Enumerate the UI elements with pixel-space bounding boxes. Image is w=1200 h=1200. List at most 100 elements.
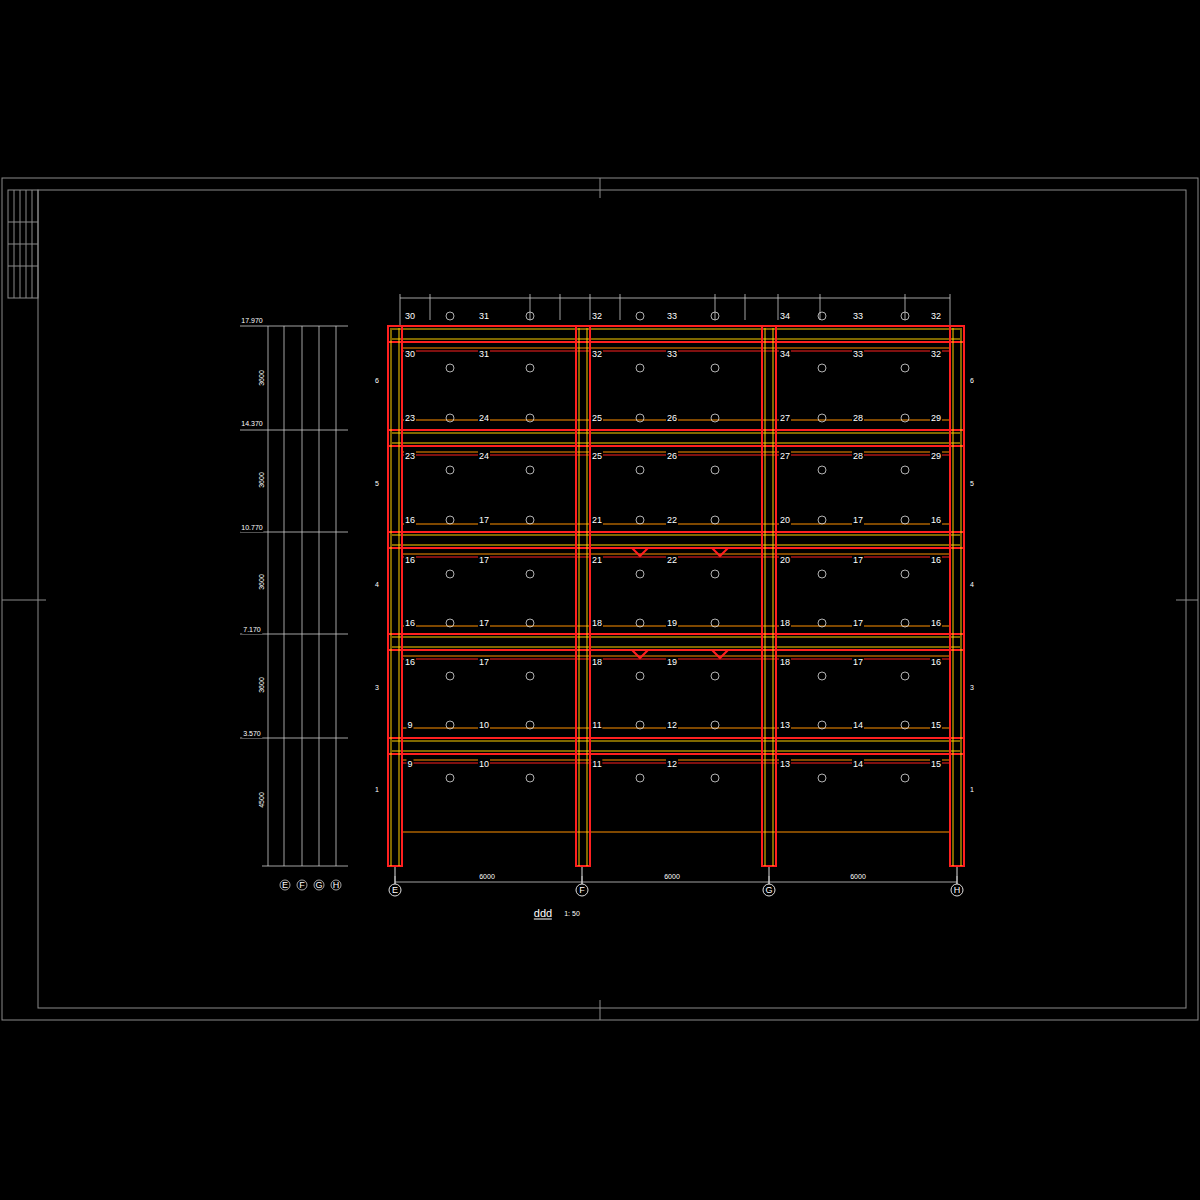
rebar xyxy=(587,328,588,866)
column xyxy=(388,326,402,866)
beam xyxy=(388,634,964,650)
callout-circle xyxy=(526,364,534,372)
section-mark: 3 xyxy=(969,684,975,692)
beam xyxy=(388,430,964,446)
bar-number: 26 xyxy=(666,413,678,423)
callout-circle xyxy=(818,721,826,729)
callout-circle xyxy=(818,774,826,782)
bar-number: 34 xyxy=(779,349,791,359)
rebar xyxy=(953,328,954,866)
callout-circle xyxy=(636,570,644,578)
elevation-mark: 10.770 xyxy=(240,524,263,532)
callout-circle xyxy=(636,774,644,782)
bar-number: 24 xyxy=(478,413,490,423)
bar-number: 9 xyxy=(406,759,413,769)
caption: ddd xyxy=(534,907,552,920)
elevation-mark: 17.970 xyxy=(240,317,263,325)
bar-number: 17 xyxy=(478,657,490,667)
callout-circle xyxy=(901,466,909,474)
bar-number: 10 xyxy=(478,759,490,769)
callout-circle xyxy=(636,466,644,474)
callout-circle xyxy=(636,312,644,320)
bar-number: 17 xyxy=(478,555,490,565)
callout-circle xyxy=(446,516,454,524)
bar-number: 26 xyxy=(666,451,678,461)
callout-circle xyxy=(446,414,454,422)
bar-number: 13 xyxy=(779,720,791,730)
bar-number: 12 xyxy=(666,720,678,730)
bar-number: 16 xyxy=(404,555,416,565)
callout-circle xyxy=(711,466,719,474)
bar-number: 20 xyxy=(779,555,791,565)
rebar xyxy=(402,832,950,833)
callout-circle xyxy=(636,516,644,524)
story-height: 3600 xyxy=(257,471,267,489)
bar-number: 14 xyxy=(852,720,864,730)
rebar xyxy=(579,328,580,866)
dimension: 6000 xyxy=(663,873,681,881)
callout-circle xyxy=(636,364,644,372)
bar-number: 11 xyxy=(591,720,602,730)
bar-number: 33 xyxy=(666,311,678,321)
bar-number: 25 xyxy=(591,451,603,461)
callout-circle xyxy=(818,672,826,680)
section-mark: 3 xyxy=(374,684,380,692)
callout-circle xyxy=(526,672,534,680)
rebar xyxy=(392,751,960,752)
callout-circle xyxy=(711,570,719,578)
callout-circle xyxy=(901,619,909,627)
callout-circle xyxy=(446,774,454,782)
callout-circle xyxy=(526,466,534,474)
bar-number: 18 xyxy=(591,618,603,628)
bar-number: 27 xyxy=(779,413,791,423)
rebar xyxy=(392,741,960,742)
bar-number: 32 xyxy=(591,349,603,359)
axis-label: G xyxy=(764,885,773,895)
bar-number: 33 xyxy=(852,349,864,359)
callout-circle xyxy=(446,364,454,372)
beam xyxy=(388,738,964,754)
callout-circle xyxy=(526,414,534,422)
rebar xyxy=(773,328,774,866)
bar-number: 27 xyxy=(779,451,791,461)
callout-circle xyxy=(636,619,644,627)
callout-circle xyxy=(711,364,719,372)
callout-circle xyxy=(901,312,909,320)
callout-circle xyxy=(446,721,454,729)
bar-number: 32 xyxy=(591,311,603,321)
callout-circle xyxy=(901,516,909,524)
section-mark: 1 xyxy=(969,786,975,794)
rebar xyxy=(399,328,400,866)
bar-number: 28 xyxy=(852,451,864,461)
callout-circle xyxy=(446,466,454,474)
bar-number: 15 xyxy=(930,759,942,769)
callout-circle xyxy=(901,721,909,729)
dimension: 6000 xyxy=(849,873,867,881)
section-mark: 4 xyxy=(374,581,380,589)
callout-circle xyxy=(818,312,826,320)
bar-number: 29 xyxy=(930,451,942,461)
bar-number: 16 xyxy=(930,515,942,525)
bar-number: 14 xyxy=(852,759,864,769)
bar-number: 33 xyxy=(852,311,864,321)
callout-circle xyxy=(711,516,719,524)
bar-number: 25 xyxy=(591,413,603,423)
beam xyxy=(388,532,964,548)
callout-circle xyxy=(901,672,909,680)
callout-circle xyxy=(711,774,719,782)
callout-circle xyxy=(818,364,826,372)
bar-number: 16 xyxy=(404,618,416,628)
story-height: 3600 xyxy=(257,369,267,387)
callout-circle xyxy=(526,774,534,782)
rebar xyxy=(392,329,960,330)
bar-number: 18 xyxy=(779,657,791,667)
bar-number: 16 xyxy=(930,618,942,628)
bar-number: 19 xyxy=(666,657,678,667)
section-mark: 5 xyxy=(374,480,380,488)
elevation-mark: 3.570 xyxy=(242,730,262,738)
bar-number: 17 xyxy=(852,555,864,565)
callout-circle xyxy=(711,619,719,627)
bar-number: 21 xyxy=(591,555,603,565)
column xyxy=(950,326,964,866)
